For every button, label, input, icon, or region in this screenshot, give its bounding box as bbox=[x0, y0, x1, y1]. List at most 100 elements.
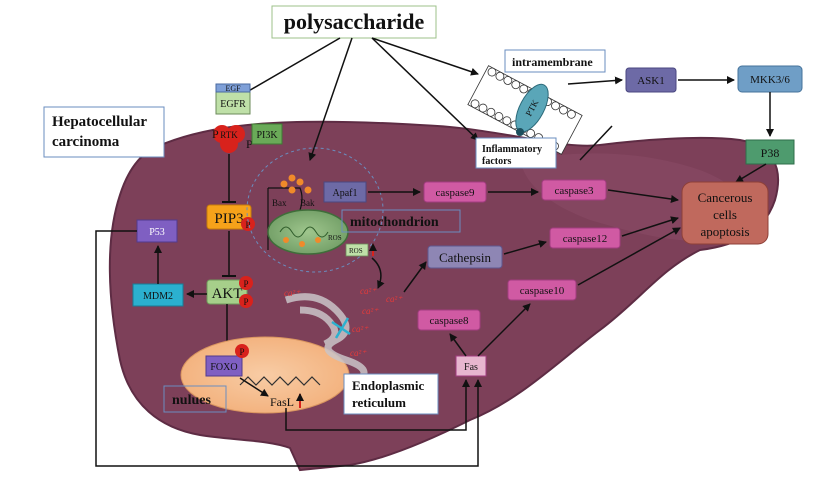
ask1-node bbox=[625, 67, 677, 93]
fas-label: Fas bbox=[464, 362, 478, 373]
ca-label-1: ca²⁺ bbox=[284, 288, 301, 298]
er-label-line1: Endoplasmic bbox=[352, 378, 424, 393]
rtk-label: RTK bbox=[220, 130, 238, 140]
arrow-inflammatory-to-outcome bbox=[579, 125, 613, 161]
arrow-p38-to-outcome bbox=[735, 163, 767, 183]
arrow-fas-to-caspase10 bbox=[477, 303, 531, 357]
mkk-label: MKK3/6 bbox=[750, 74, 790, 86]
caspase9-label: caspase9 bbox=[435, 187, 475, 199]
arrow-fasl-to-fas bbox=[285, 379, 470, 431]
ca-label-2: ca²⁺ bbox=[360, 286, 377, 296]
cytc-dot-7 bbox=[299, 241, 305, 247]
egfr-label: EGFR bbox=[220, 99, 246, 110]
caspase12-node bbox=[549, 227, 621, 249]
egfr-cap bbox=[215, 83, 251, 93]
pi3k-node bbox=[251, 123, 283, 145]
dna-wave bbox=[239, 376, 321, 386]
arrow-caspase10-to-outcome bbox=[577, 227, 681, 286]
er-label-line2: reticulum bbox=[352, 395, 406, 410]
mito-label: mitochondrion bbox=[350, 215, 439, 230]
cytc-dot-4 bbox=[304, 186, 312, 194]
apaf1-node bbox=[323, 181, 367, 203]
er-membrane bbox=[284, 293, 368, 386]
pip3-phospho-label: P bbox=[245, 220, 250, 230]
nucleus-label-box bbox=[163, 385, 227, 413]
caspase3-label: caspase3 bbox=[554, 185, 594, 197]
ros-label-1: ROS bbox=[328, 234, 342, 242]
arrow-p53-to-fas bbox=[95, 230, 482, 467]
ca-label-6: ca²⁺ bbox=[350, 348, 367, 358]
er-label-box bbox=[343, 373, 439, 415]
p38-node bbox=[745, 139, 795, 165]
caspase12-label: caspase12 bbox=[563, 233, 608, 245]
arrow-caspase3-to-outcome bbox=[607, 189, 679, 203]
rtk-p2-label: P bbox=[246, 137, 253, 151]
intramembrane-box bbox=[504, 49, 606, 73]
ca-label-5: ca²⁺ bbox=[352, 324, 369, 334]
nucleus-label: nulues bbox=[172, 393, 211, 408]
pip3-label: PIP3 bbox=[214, 211, 243, 227]
arrow-ca-to-cathepsin bbox=[403, 261, 427, 293]
apaf1-label: Apaf1 bbox=[333, 188, 358, 199]
cytc-dot-5 bbox=[288, 174, 296, 182]
inflammatory-label-line1: Inflammatory bbox=[482, 144, 542, 155]
cytc-dot-1 bbox=[280, 180, 288, 188]
hcc-label-line1: Hepatocellular bbox=[52, 114, 147, 130]
akt-phospho-1-label: P bbox=[243, 279, 248, 289]
apoptosis-outcome bbox=[681, 181, 769, 245]
mdm2-label: MDM2 bbox=[143, 291, 173, 302]
bak-label: Bak bbox=[300, 198, 315, 208]
p38-label: P38 bbox=[761, 146, 780, 160]
caspase10-label: caspase10 bbox=[520, 285, 565, 297]
pip3-phospho bbox=[241, 217, 255, 231]
cytc-dot-6 bbox=[283, 237, 289, 243]
title-box bbox=[271, 5, 437, 39]
arrow-ros-to-er bbox=[371, 257, 385, 289]
arrow-foxo-to-fasl bbox=[239, 377, 269, 397]
ros-label-2: ROS bbox=[349, 247, 363, 255]
ptk-tail bbox=[516, 128, 524, 136]
foxo-node bbox=[205, 355, 243, 377]
arrow-cathepsin-to-caspase12 bbox=[503, 240, 547, 255]
caspase3-node bbox=[541, 179, 607, 201]
bax-label: Bax bbox=[272, 198, 287, 208]
cytc-dot-2 bbox=[288, 186, 296, 194]
cathepsin-node bbox=[427, 245, 503, 269]
title-text: polysaccharide bbox=[284, 9, 425, 34]
ask1-label: ASK1 bbox=[637, 75, 665, 87]
cytc-dot-3 bbox=[296, 178, 304, 186]
foxo-phospho bbox=[235, 344, 249, 358]
rtk-p-label: P bbox=[212, 127, 219, 141]
inflammatory-label-line2: factors bbox=[482, 156, 512, 167]
cathepsin-label: Cathepsin bbox=[439, 250, 491, 265]
akt-phospho-2 bbox=[239, 294, 253, 308]
arrow-poly-to-intramembrane bbox=[371, 37, 479, 76]
caspase8-label: caspase8 bbox=[429, 315, 469, 327]
intramembrane-label: intramembrane bbox=[512, 55, 593, 69]
caspase10-node bbox=[507, 279, 577, 301]
fas-node bbox=[455, 355, 487, 377]
outcome-line3: apoptosis bbox=[700, 224, 749, 239]
egf-label: EGF bbox=[225, 84, 241, 93]
hcc-label-line2: carcinoma bbox=[52, 134, 120, 150]
akt-phospho-1 bbox=[239, 276, 253, 290]
ros-box bbox=[345, 243, 369, 257]
arrow-poly-to-egfr bbox=[239, 37, 341, 97]
caspase9-node bbox=[423, 181, 487, 203]
rtk-ball-3 bbox=[220, 135, 238, 153]
mito-cristae bbox=[279, 226, 329, 238]
hcc-box bbox=[43, 106, 165, 158]
arrow-poly-to-mito bbox=[308, 37, 353, 161]
outcome-line1: Cancerous bbox=[698, 190, 753, 205]
arrow-caspase12-to-outcome bbox=[621, 216, 679, 237]
ca-label-4: ca²⁺ bbox=[362, 306, 379, 316]
fasl-label: FasL bbox=[270, 395, 294, 409]
caspase8-node bbox=[417, 309, 481, 331]
pi3k-label: PI3K bbox=[256, 130, 278, 141]
foxo-label: FOXO bbox=[210, 362, 237, 373]
arrow-poly-to-inflammatory bbox=[371, 37, 479, 141]
er-channel-2 bbox=[334, 317, 350, 339]
inflammatory-box bbox=[475, 137, 557, 169]
pip3-node bbox=[206, 204, 252, 230]
